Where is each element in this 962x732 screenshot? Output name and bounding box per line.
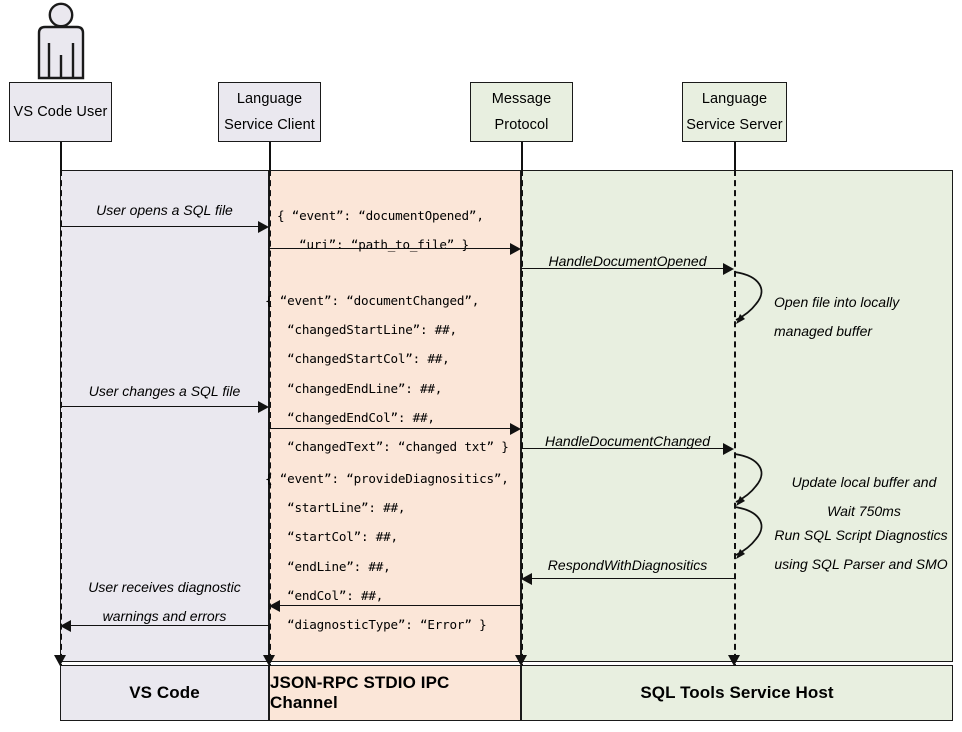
participant-label-line2: Protocol [494, 117, 549, 133]
lifeline-vscode-user [60, 170, 62, 670]
self-call-run-diagnostics [734, 505, 778, 563]
message-label-user-receives-line1: User receives diagnostic [88, 579, 241, 595]
participant-label-line2: Service Client [224, 117, 315, 133]
arrow-document-opened-to-protocol [269, 248, 512, 249]
message-label-respond-with-diagnostics: RespondWithDiagnositics [547, 557, 708, 573]
participant-message-protocol: Message Protocol [470, 82, 573, 142]
participant-label-line1: Language [701, 90, 768, 107]
arrow-head-user-changes-file [258, 401, 269, 413]
lifeline-language-client [269, 170, 271, 670]
arrow-respond-with-diagnostics [532, 578, 734, 579]
participant-language-server: Language Service Server [682, 82, 787, 142]
participant-vscode-user: VS Code User [9, 82, 112, 142]
arrow-user-opens-file [60, 226, 260, 227]
lifeline-stub-language-server [734, 142, 736, 172]
arrow-head-handle-document-opened [723, 263, 734, 275]
self-note-update-buffer: Update local buffer and Wait 750ms [770, 468, 958, 525]
self-note-update-buffer-line1: Update local buffer and [791, 474, 937, 490]
arrow-head-diagnostics-to-client [269, 600, 280, 612]
message-label-user-changes-file: User changes a SQL file [88, 383, 241, 399]
self-note-open-file: Open file into locally managed buffer [774, 288, 954, 345]
payload-document-opened: { “event”: “documentOpened”, “uri”: “pat… [277, 208, 484, 253]
message-label-user-receives-line2: warnings and errors [102, 607, 227, 624]
arrow-head-user-opens-file [258, 221, 269, 233]
participant-label-line1: Language [236, 90, 303, 107]
band-service-host [521, 170, 953, 662]
self-note-run-diagnostics: Run SQL Script Diagnostics using SQL Par… [764, 521, 958, 578]
lifeline-stub-vscode-user [60, 142, 62, 172]
self-call-open-file [734, 270, 778, 328]
self-note-open-file-line1: Open file into locally [774, 294, 900, 310]
lifeline-message-protocol [521, 170, 523, 670]
participant-label-line1: Message [491, 90, 552, 107]
message-label-handle-document-opened: HandleDocumentOpened [548, 253, 707, 269]
footer-box-ipc-channel: JSON-RPC STDIO IPC Channel [269, 665, 521, 721]
lifeline-stub-message-protocol [521, 142, 523, 172]
arrow-head-handle-document-changed [723, 443, 734, 455]
arrow-head-terminator-language-server [728, 655, 740, 666]
self-note-update-buffer-line2: Wait 750ms [827, 502, 901, 519]
arrow-user-receives-diagnostics [71, 625, 269, 626]
band-vs-code [60, 170, 269, 662]
footer-box-vs-code: VS Code [60, 665, 269, 721]
self-note-run-diagnostics-line1: Run SQL Script Diagnostics [774, 527, 948, 543]
arrow-user-changes-file [60, 406, 260, 407]
participant-label-line2: Service Server [686, 117, 783, 133]
self-call-update-buffer [734, 452, 778, 510]
vs-code-user-actor [29, 2, 93, 80]
arrow-diagnostics-to-client [280, 605, 521, 606]
participant-language-client: Language Service Client [218, 82, 321, 142]
lifeline-language-server [734, 170, 736, 670]
arrow-document-changed-to-protocol [269, 428, 512, 429]
message-label-user-receives-diagnostics: User receives diagnostic warnings and er… [60, 573, 269, 630]
self-note-open-file-line2: managed buffer [774, 322, 873, 339]
arrow-handle-document-changed [521, 448, 725, 449]
arrow-head-document-opened-to-protocol [510, 243, 521, 255]
self-note-run-diagnostics-line2: using SQL Parser and SMO [774, 555, 948, 572]
arrow-head-document-changed-to-protocol [510, 423, 521, 435]
arrow-head-user-receives-diagnostics [60, 620, 71, 632]
payload-document-changed: { “event”: “documentChanged”, “changedSt… [265, 293, 509, 455]
message-label-user-opens-file: User opens a SQL file [96, 202, 233, 218]
arrow-handle-document-opened [521, 268, 725, 269]
band-ipc-channel [269, 170, 521, 662]
footer-box-service-host: SQL Tools Service Host [521, 665, 953, 721]
lifeline-stub-language-client [269, 142, 271, 172]
payload-provide-diagnostics: { “event”: “provideDiagnositics”, “start… [265, 471, 509, 633]
participant-label-line1: VS Code User [13, 103, 108, 120]
arrow-head-terminator-message-protocol [515, 655, 527, 666]
arrow-head-respond-with-diagnostics [521, 573, 532, 585]
arrow-head-terminator-language-client [263, 655, 275, 666]
arrow-head-terminator-vscode-user [54, 655, 66, 666]
message-label-handle-document-changed: HandleDocumentChanged [545, 433, 710, 449]
